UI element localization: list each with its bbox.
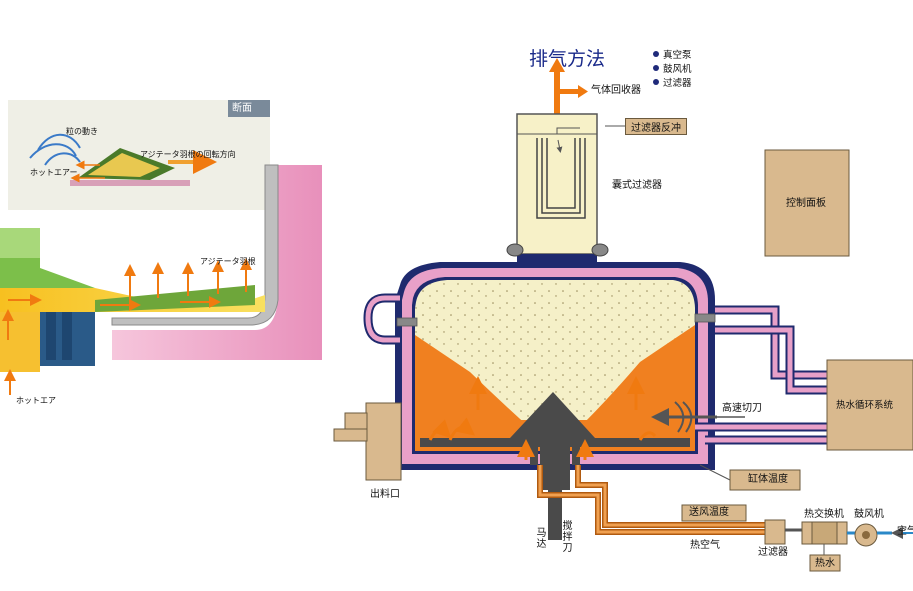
- supply-air-temp-label: 送风温度: [689, 507, 729, 518]
- hot-air-up-arrows: [124, 258, 252, 300]
- section-label-tag: [228, 100, 270, 117]
- bullet-dot-icon: [653, 65, 659, 71]
- agitator: [420, 392, 690, 540]
- high-speed-cutter-label: 高速切刀: [722, 403, 762, 414]
- supply-air-temp-box: [681, 504, 747, 522]
- exhaust-arrow: [549, 58, 588, 114]
- control-panel: [764, 149, 850, 257]
- exhaust-method-title: 排气方法: [529, 48, 606, 70]
- hot-water-system-label: 热水循环系统: [836, 400, 894, 411]
- exhaust-method-item-2: 鼓风机: [653, 61, 692, 75]
- control-panel-label: 控制面板: [786, 198, 826, 209]
- vessel-wall: [112, 165, 322, 360]
- material-circulation-arrows: [428, 376, 657, 460]
- cylinder-temp-box: [729, 469, 801, 491]
- gas-recovery-label: 气体回收器: [591, 85, 641, 96]
- agitator-blade-label: アジテータ羽根: [200, 257, 256, 266]
- high-speed-cutter: [651, 401, 745, 433]
- hot-water-box: [809, 554, 841, 572]
- hot-air-label: ホットエア: [16, 396, 56, 405]
- bullet-dot-icon: [653, 51, 659, 57]
- bullet-dot-icon: [653, 79, 659, 85]
- heat-exchanger: [801, 521, 848, 555]
- hot-water-label: 热水: [815, 558, 835, 569]
- bag-filter-housing: [516, 113, 598, 255]
- agitator-shaft: [548, 490, 562, 540]
- section-label: 断面: [232, 103, 252, 114]
- filter-label: 过滤器: [758, 547, 788, 558]
- air-label: 空气: [897, 526, 913, 537]
- motor-label: 马达: [536, 528, 547, 550]
- bag-filter-label: 囊式过滤器: [612, 180, 662, 191]
- hot-air-flow-arrows: [2, 294, 221, 395]
- particle-motion-arrows: [29, 133, 81, 166]
- heat-exchanger-label: 热交换机: [804, 509, 844, 520]
- cylinder-temp-label: 缸体温度: [748, 474, 788, 485]
- left-cross-section-panel: [0, 100, 328, 420]
- hot-air-pipe: [537, 465, 765, 535]
- hot-water-system-box: [826, 359, 913, 451]
- blower-label: 鼓风机: [854, 509, 884, 520]
- filter-backflush-box: 过滤器反冲: [625, 118, 687, 135]
- exhaust-method-item-1: 真空泵: [653, 47, 692, 61]
- hot-water-pipes: [695, 305, 827, 445]
- air-filter: [764, 519, 786, 545]
- discharge-port-label: 出料口: [370, 489, 400, 500]
- exhaust-method-item-3: 过滤器: [653, 75, 692, 89]
- agitator-direction-label: アジテータ羽根の回転方向: [140, 150, 236, 159]
- discharge-port: [333, 402, 402, 481]
- stirring-blade-label: 搅拌刀: [562, 521, 573, 554]
- bag-filter-element: [536, 138, 586, 219]
- hot-air-pipe-label: 热空气: [690, 540, 720, 551]
- hot-air-inset-label: ホットエアー: [30, 168, 78, 177]
- particle-motion-label: 粒の動き: [66, 127, 98, 136]
